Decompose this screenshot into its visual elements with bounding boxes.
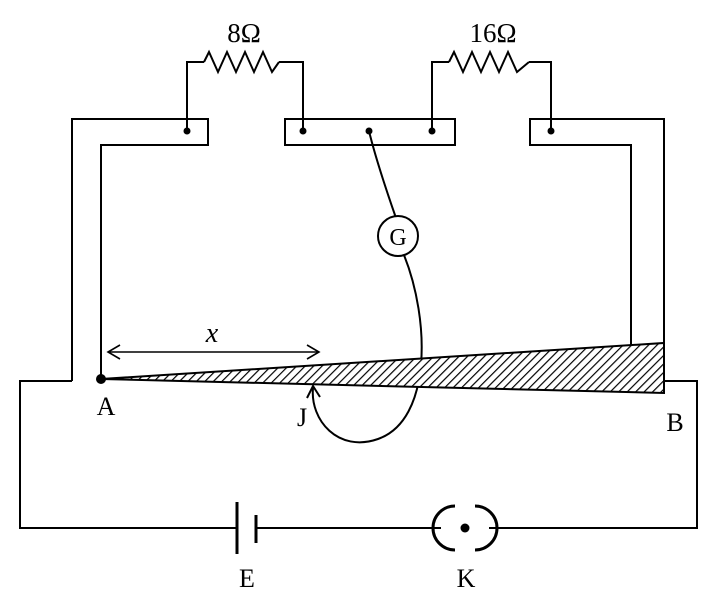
resistor-16-ohm-label: 16Ω	[469, 18, 516, 48]
galvanometer-label: G	[389, 225, 406, 251]
terminal-dot	[299, 127, 307, 135]
tapered-wire	[100, 341, 665, 395]
point-j-label: J	[297, 403, 307, 432]
jockey-wire	[311, 254, 423, 444]
jockey-arrowhead	[306, 383, 321, 399]
point-a-dot	[96, 374, 106, 384]
resistor-8-ohm	[203, 49, 280, 75]
middle-connector-strip	[284, 118, 456, 146]
key-arc-right	[474, 504, 499, 552]
resistor-8-ohm-label: 8Ω	[227, 18, 261, 48]
outer-frame	[19, 118, 698, 529]
key-center-dot	[460, 523, 470, 533]
point-a-label: A	[97, 392, 116, 421]
distance-label: x	[205, 318, 219, 349]
distance-arrowhead-right	[306, 344, 321, 360]
battery-label: E	[239, 564, 255, 591]
resistor-leads	[186, 61, 552, 131]
distance-arrowhead-left	[106, 344, 121, 360]
terminal-dot	[547, 127, 555, 135]
terminal-dot	[428, 127, 436, 135]
galvanometer-lead-top	[368, 130, 397, 219]
galvanometer-circle	[377, 215, 419, 257]
terminal-dot	[183, 127, 191, 135]
resistor-16-ohm	[448, 49, 530, 75]
key-label: K	[457, 564, 476, 591]
key-arc-left	[431, 504, 456, 552]
terminal-dot	[365, 127, 373, 135]
point-b-label: B	[666, 408, 683, 437]
